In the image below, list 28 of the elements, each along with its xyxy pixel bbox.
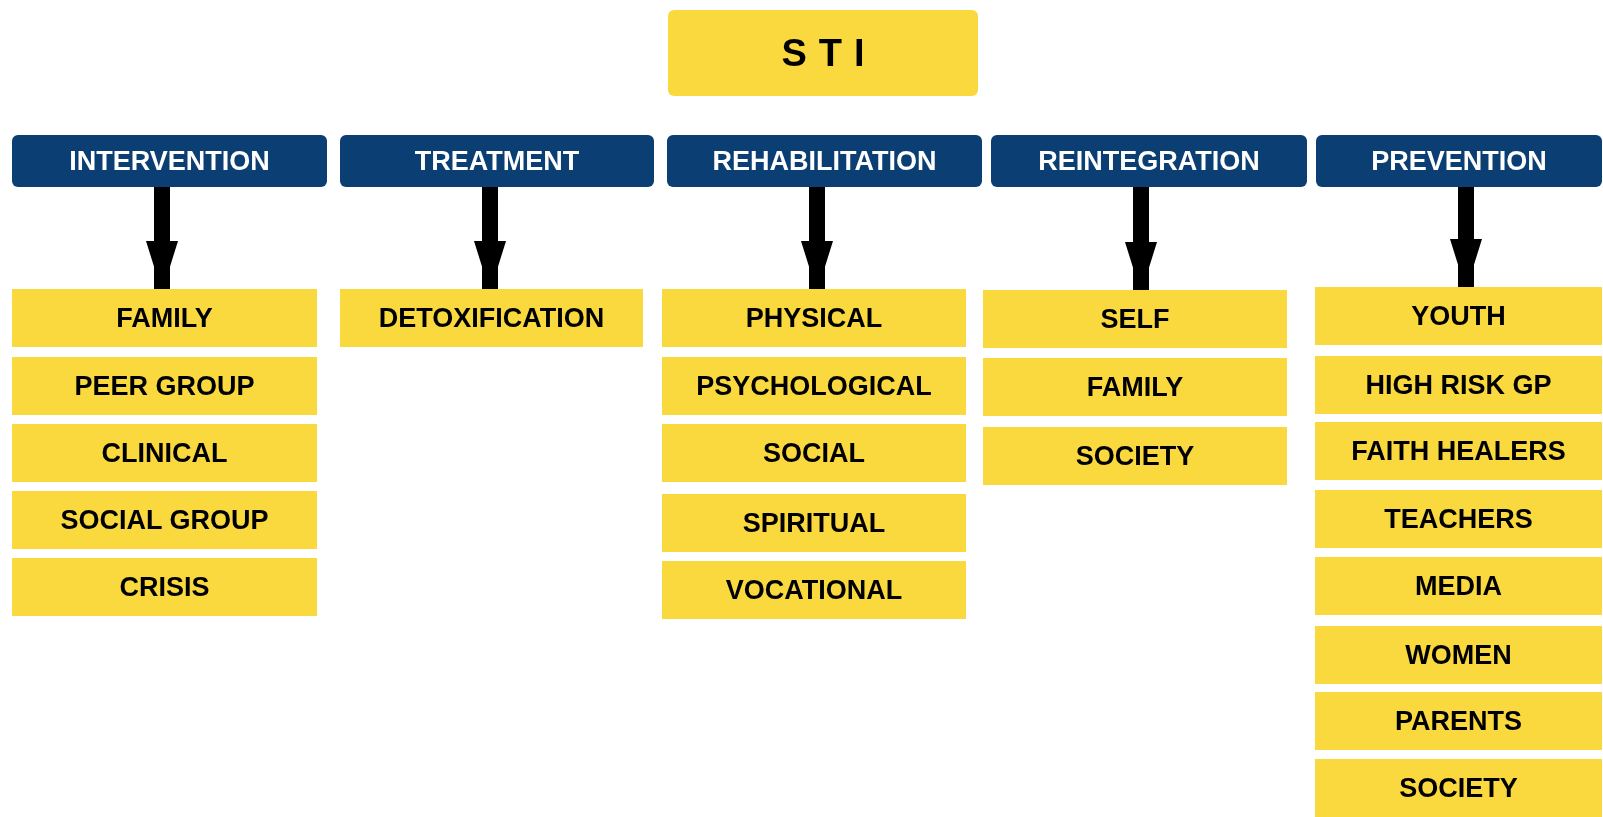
item-box: DETOXIFICATION [340,289,643,347]
item-box: CRISIS [12,558,317,616]
category-header: TREATMENT [340,135,654,187]
item-box: FAITH HEALERS [1315,422,1602,480]
item-box: HIGH RISK GP [1315,356,1602,414]
item-box: CLINICAL [12,424,317,482]
item-box: SPIRITUAL [662,494,966,552]
item-box: TEACHERS [1315,490,1602,548]
title-box: STI [668,10,978,96]
item-box: YOUTH [1315,287,1602,345]
item-box: FAMILY [983,358,1287,416]
item-box: SOCIETY [983,427,1287,485]
item-box: SOCIAL [662,424,966,482]
item-box: SOCIAL GROUP [12,491,317,549]
item-box: FAMILY [12,289,317,347]
item-box: PEER GROUP [12,357,317,415]
item-box: MEDIA [1315,557,1602,615]
category-header: REHABILITATION [667,135,982,187]
item-box: PSYCHOLOGICAL [662,357,966,415]
item-box: SOCIETY [1315,759,1602,817]
item-box: PARENTS [1315,692,1602,750]
category-header: PREVENTION [1316,135,1602,187]
item-box: WOMEN [1315,626,1602,684]
item-box: VOCATIONAL [662,561,966,619]
item-box: SELF [983,290,1287,348]
item-box: PHYSICAL [662,289,966,347]
category-header: REINTEGRATION [991,135,1307,187]
category-header: INTERVENTION [12,135,327,187]
